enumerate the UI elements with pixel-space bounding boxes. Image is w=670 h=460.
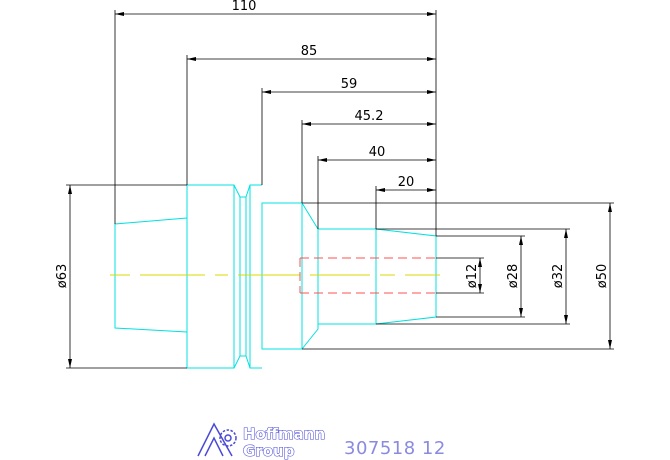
- dim-110-label: 110: [232, 0, 257, 14]
- dim-d50-label: ø50: [595, 264, 610, 289]
- dim-d32-label: ø32: [551, 264, 566, 289]
- collet-taper: [114, 217, 188, 333]
- v-groove-bottom: [233, 355, 262, 369]
- flange-body: [186, 184, 235, 369]
- dimension-arrows: [68, 12, 612, 368]
- dim-45-2-label: 45.2: [355, 109, 384, 124]
- dim-40-label: 40: [369, 145, 386, 160]
- part-outline: [114, 184, 437, 369]
- hidden-bore: [299, 257, 436, 294]
- dimension-lines: [66, 10, 614, 369]
- nose-taper: [375, 228, 437, 325]
- part-number: 307518 12: [344, 438, 446, 459]
- dim-20-label: 20: [398, 175, 415, 190]
- dim-d28-label: ø28: [506, 264, 521, 289]
- hoffmann-logo: Hoffmann Group: [197, 422, 326, 460]
- hoffmann-gear-icon: [197, 422, 237, 457]
- dim-d12-label: ø12: [465, 264, 480, 289]
- nose-chamfer: [301, 202, 319, 350]
- dimension-labels: 110 85 59 45.2 40 20 ø63 ø12 ø28 ø32 ø50: [55, 0, 610, 288]
- dim-85-label: 85: [301, 44, 318, 59]
- logo-line1: Hoffmann: [243, 425, 325, 443]
- logo-line2: Group: [243, 442, 295, 460]
- nose-body: [318, 228, 377, 325]
- shank-step: [261, 202, 303, 350]
- dim-d63-label: ø63: [55, 264, 70, 289]
- v-groove-top: [233, 184, 262, 198]
- dim-59-label: 59: [341, 77, 358, 92]
